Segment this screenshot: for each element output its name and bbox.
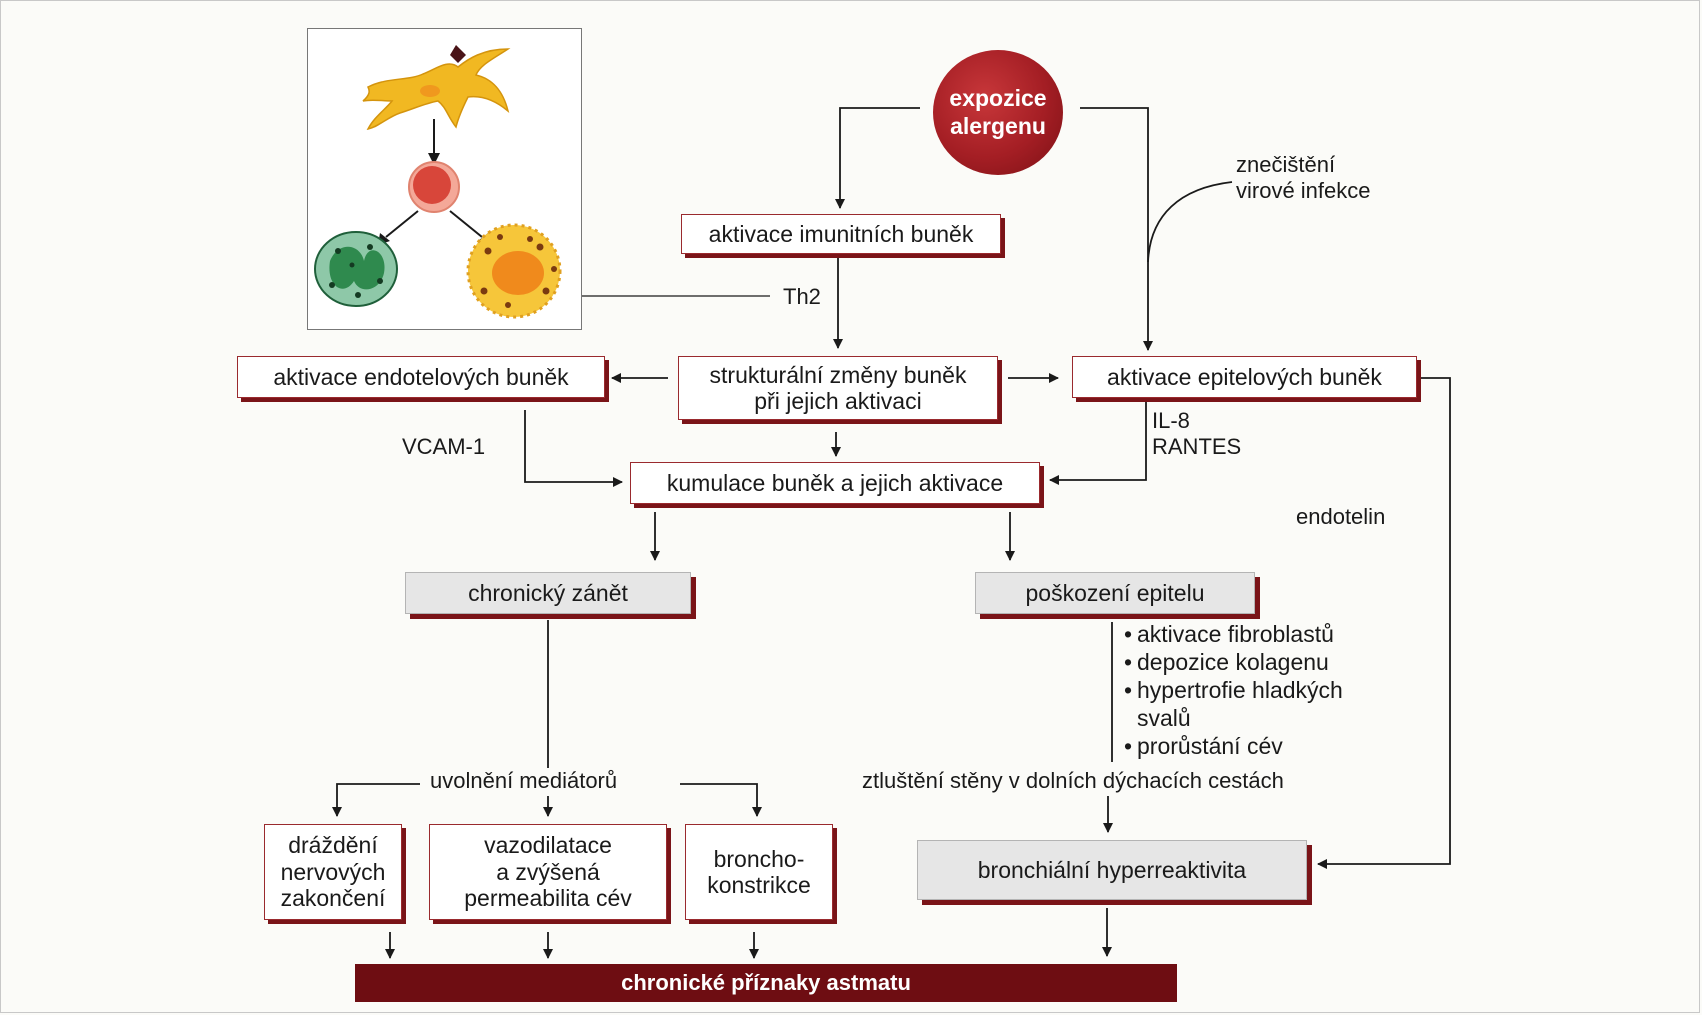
- endothelin-label: endotelin: [1296, 504, 1386, 529]
- allergen-exposure-node: expozice alergenu: [933, 50, 1063, 175]
- wall-thickening-label: ztluštění stěny v dolních dýchacích cest…: [862, 768, 1284, 793]
- pollution-label: znečištění virové infekce: [1236, 152, 1371, 204]
- immune-activation-box: aktivace imunitních buněk: [681, 214, 1001, 254]
- bronchoconstriction-box: broncho- konstrikce: [685, 824, 833, 920]
- dendritic-cell-icon: [362, 45, 511, 131]
- remodeling-item: •prorůstání cév: [1124, 733, 1283, 759]
- mediator-release-label: uvolnění mediátorů: [430, 768, 618, 793]
- cell-illustrations: [314, 45, 562, 319]
- endothelial-activation-box: aktivace endotelových buněk: [237, 356, 605, 398]
- th2-label: Th2: [783, 284, 821, 309]
- nerve-irritation-box: dráždění nervových zakončení: [264, 824, 402, 920]
- cumulation-box: kumulace buněk a jejich aktivace: [630, 462, 1040, 504]
- remodeling-list: •aktivace fibroblastů •depozice kolagenu…: [1124, 620, 1343, 760]
- bronchial-hyperreactivity-box: bronchiální hyperreaktivita: [917, 840, 1307, 900]
- chronic-inflammation-box: chronický zánět: [405, 572, 691, 614]
- remodeling-item: •depozice kolagenu: [1124, 649, 1329, 675]
- il8-rantes-label: IL-8 RANTES: [1152, 408, 1242, 460]
- vasodilation-box: vazodilatace a zvýšená permeabilita cév: [429, 824, 667, 920]
- basophil-icon: [314, 231, 398, 307]
- chronic-symptoms-bar: chronické příznaky astmatu: [355, 964, 1177, 1002]
- lymphocyte-icon: [408, 161, 460, 213]
- vcam-label: VCAM-1: [402, 434, 486, 459]
- cell-illustration-panel: [307, 28, 582, 330]
- structural-changes-box: strukturální změny buněk při jejich akti…: [678, 356, 998, 420]
- remodeling-item: •hypertrofie hladkých svalů: [1124, 677, 1343, 731]
- epithelial-damage-box: poškození epitelu: [975, 572, 1255, 614]
- eosinophil-icon: [466, 223, 562, 319]
- remodeling-item: •aktivace fibroblastů: [1124, 621, 1334, 647]
- epithelial-activation-box: aktivace epitelových buněk: [1072, 356, 1417, 398]
